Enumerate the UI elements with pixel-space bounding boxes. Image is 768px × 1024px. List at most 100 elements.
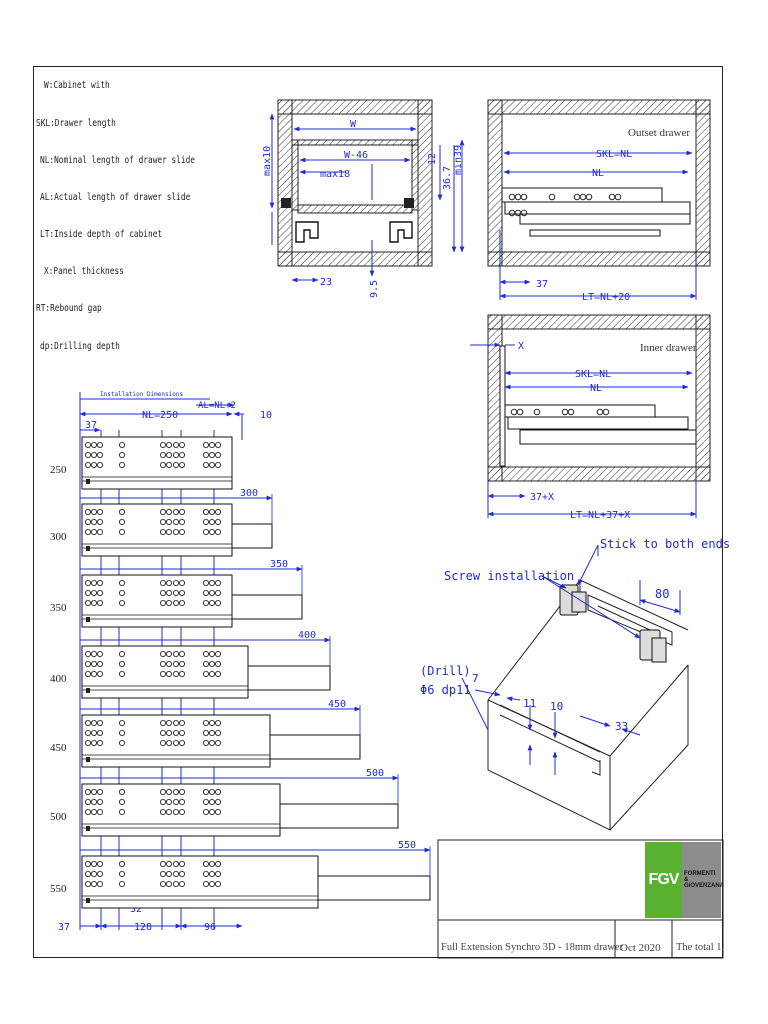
dim-min39: min39 — [453, 145, 464, 175]
mounting-hole — [91, 661, 98, 668]
mounting-hole — [85, 651, 92, 658]
mounting-hole — [97, 441, 104, 448]
mounting-hole — [91, 720, 98, 727]
mounting-hole — [159, 881, 166, 888]
dim-lt: LT=NL+20 — [582, 292, 630, 303]
mounting-hole — [85, 600, 92, 607]
mounting-hole — [165, 441, 172, 448]
mounting-hole — [178, 519, 185, 526]
mounting-hole — [159, 651, 166, 658]
mounting-hole — [165, 799, 172, 806]
slide-body — [81, 783, 281, 837]
dim-128: 128 — [134, 922, 152, 933]
mounting-hole — [119, 600, 126, 607]
mounting-hole — [165, 600, 172, 607]
mounting-hole — [208, 600, 215, 607]
mounting-hole — [91, 590, 98, 597]
slide-extension — [231, 523, 273, 549]
mounting-hole — [208, 809, 215, 816]
slide-stop — [86, 826, 90, 831]
mounting-hole — [208, 461, 215, 468]
mounting-hole — [214, 740, 221, 747]
mounting-hole — [91, 600, 98, 607]
mounting-hole — [165, 881, 172, 888]
slide-body — [81, 436, 233, 490]
mounting-hole — [172, 441, 179, 448]
slide-extension — [269, 734, 361, 760]
mounting-hole — [214, 461, 221, 468]
mounting-hole — [214, 871, 221, 878]
stick-label: Stick to both ends — [600, 537, 730, 551]
mounting-hole — [165, 519, 172, 526]
mounting-hole — [91, 529, 98, 536]
mounting-hole — [208, 861, 215, 868]
mounting-hole — [178, 671, 185, 678]
mounting-hole — [159, 671, 166, 678]
dim-11: 11 — [523, 697, 536, 710]
mounting-hole — [91, 441, 98, 448]
slide-size-label: 300 — [50, 531, 67, 543]
mounting-hole — [85, 461, 92, 468]
length-dim-label: 500 — [366, 768, 384, 779]
length-dim-label: 450 — [328, 699, 346, 710]
mounting-hole — [91, 580, 98, 587]
mounting-hole — [214, 600, 221, 607]
sheet-total: The total 1. — [676, 942, 725, 953]
dim-max18: max18 — [320, 169, 350, 180]
mounting-hole — [202, 740, 209, 747]
slide-stop — [86, 898, 90, 903]
slide-body — [81, 503, 233, 557]
mounting-hole — [165, 671, 172, 678]
mounting-hole — [119, 529, 126, 536]
mounting-hole — [159, 740, 166, 747]
mounting-hole — [85, 861, 92, 868]
mounting-hole — [208, 580, 215, 587]
drill-label: (Drill) — [420, 664, 471, 678]
mounting-hole — [165, 661, 172, 668]
dim-37-bottom: 37 — [58, 922, 70, 933]
mounting-hole — [85, 789, 92, 796]
mounting-hole — [97, 451, 104, 458]
mounting-hole — [119, 671, 126, 678]
mounting-hole — [172, 809, 179, 816]
mounting-hole — [97, 881, 104, 888]
mounting-hole — [85, 671, 92, 678]
mounting-hole — [214, 441, 221, 448]
dim-skl-nl: SKL=NL — [596, 149, 632, 160]
mounting-hole — [172, 590, 179, 597]
slide-stop — [86, 546, 90, 551]
mounting-hole — [214, 508, 221, 515]
mounting-hole — [97, 799, 104, 806]
mounting-hole — [85, 451, 92, 458]
mounting-hole — [214, 519, 221, 526]
mounting-hole — [208, 590, 215, 597]
mounting-hole — [178, 730, 185, 737]
mounting-hole — [119, 881, 126, 888]
drawing-date: Oct 2020 — [620, 942, 661, 954]
slide-size-label: 400 — [50, 673, 67, 685]
mounting-hole — [214, 881, 221, 888]
mounting-hole — [119, 789, 126, 796]
mounting-hole — [119, 720, 126, 727]
mounting-hole — [91, 789, 98, 796]
mounting-hole — [178, 651, 185, 658]
mounting-hole — [91, 740, 98, 747]
mounting-hole — [178, 861, 185, 868]
mounting-hole — [85, 508, 92, 515]
mounting-hole — [202, 580, 209, 587]
mounting-hole — [165, 651, 172, 658]
outset-drawer-view: Outset drawer SKL=NL NL 37 LT=NL+20 — [487, 99, 711, 303]
mounting-hole — [165, 590, 172, 597]
mounting-hole — [119, 799, 126, 806]
legend-line: dp:Drilling depth — [40, 341, 120, 352]
sheet-border — [33, 66, 723, 958]
slide-extension — [247, 665, 331, 691]
mounting-hole — [97, 461, 104, 468]
mounting-hole — [85, 881, 92, 888]
legend-line: LT:Inside depth of cabinet — [40, 229, 163, 240]
mounting-hole — [172, 789, 179, 796]
